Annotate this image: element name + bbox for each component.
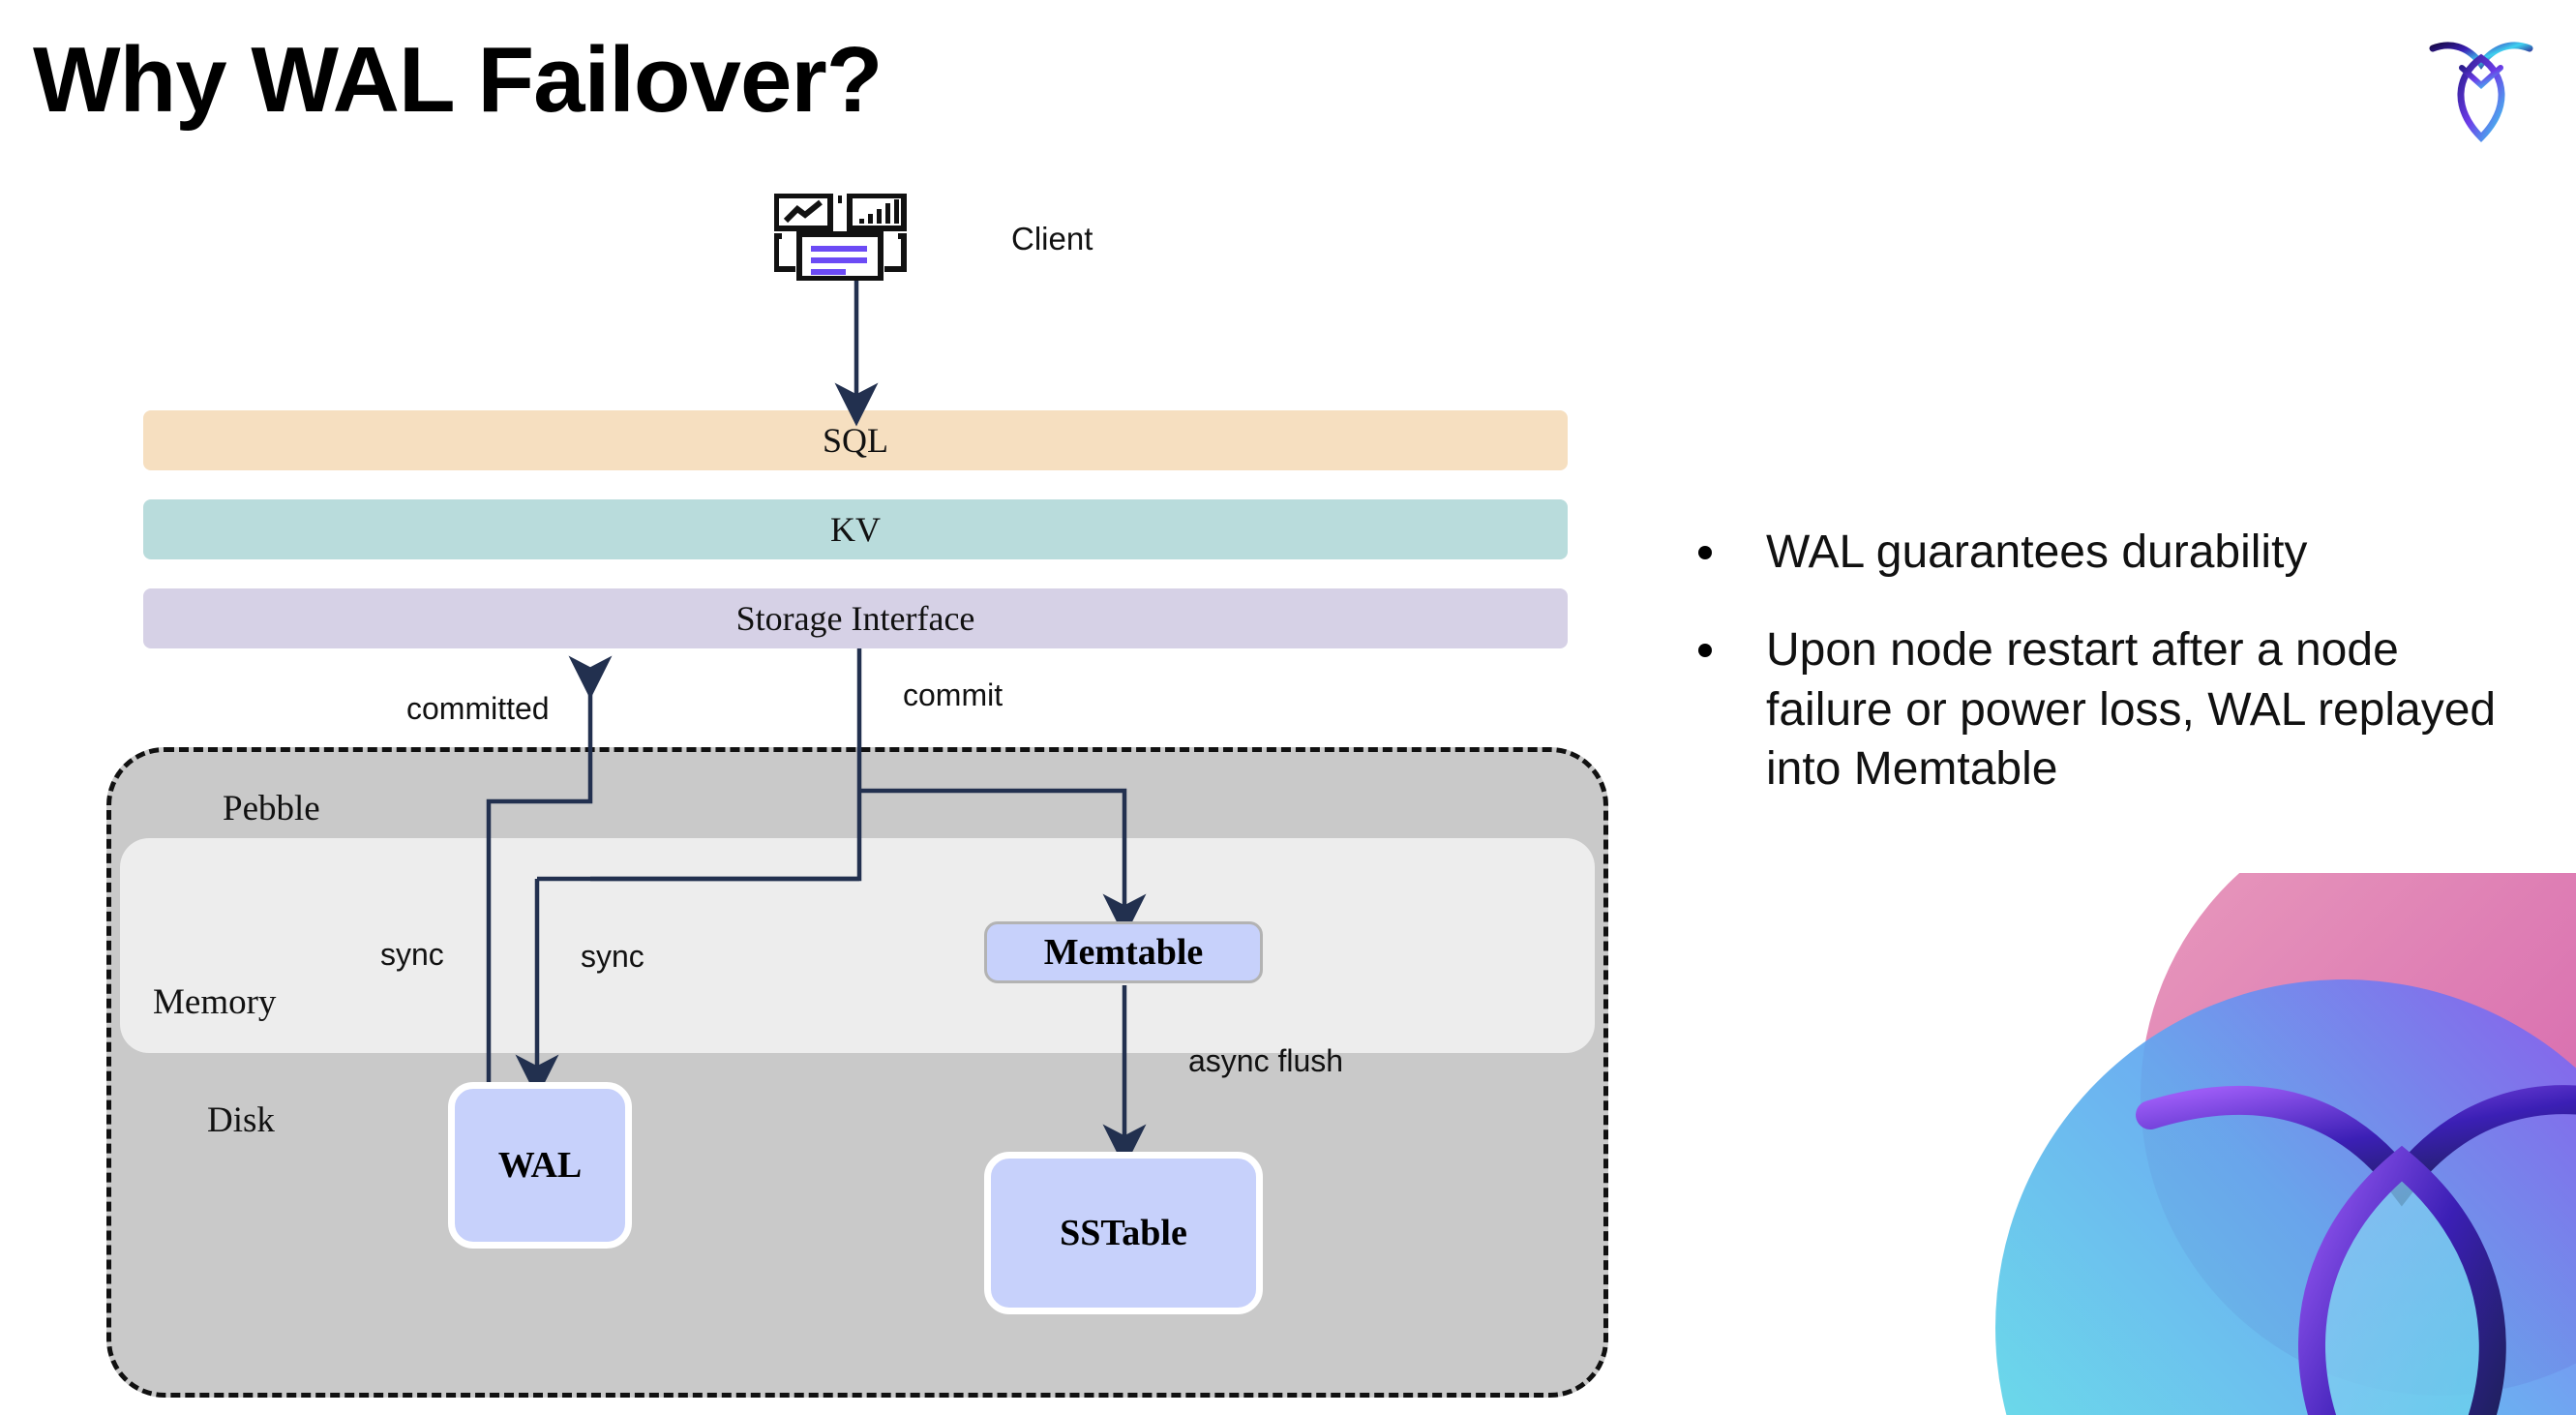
bullet-dot-icon — [1698, 644, 1712, 658]
edge-label-async-flush: async flush — [1188, 1043, 1344, 1078]
page-title: Why WAL Failover? — [33, 28, 883, 132]
stack-layer-kv: KV — [143, 499, 1568, 559]
decorative-gradient-logo-graphic — [1899, 796, 2576, 1415]
node-memtable-label: Memtable — [1043, 932, 1204, 973]
bullet-dot-icon — [1698, 546, 1712, 559]
edge-label-sync-right: sync — [581, 939, 644, 974]
edge-label-commit: commit — [903, 677, 1003, 712]
bullet-list: WAL guarantees durability Upon node rest… — [1698, 523, 2501, 838]
node-memtable[interactable]: Memtable — [984, 921, 1263, 983]
list-item: Upon node restart after a node failure o… — [1698, 620, 2501, 798]
node-sstable-label: SSTable — [1060, 1213, 1187, 1253]
client-dashboard-icon — [773, 193, 929, 282]
stack-layer-storage-interface-label: Storage Interface — [735, 599, 975, 638]
stack-layer-kv-label: KV — [830, 510, 881, 549]
list-item: WAL guarantees durability — [1698, 523, 2501, 582]
memory-label: Memory — [153, 982, 277, 1022]
client-label: Client — [1011, 221, 1093, 256]
bullet-text: Upon node restart after a node failure o… — [1766, 624, 2497, 796]
stack-layer-sql-label: SQL — [822, 421, 888, 460]
node-wal[interactable]: WAL — [448, 1082, 632, 1249]
edge-label-sync-left: sync — [380, 937, 444, 972]
pebble-label: Pebble — [223, 789, 320, 828]
stack-layer-sql: SQL — [143, 410, 1568, 470]
cockroach-logo-icon — [2427, 29, 2535, 143]
node-wal-label: WAL — [497, 1145, 583, 1186]
stack-layer-storage-interface: Storage Interface — [143, 588, 1568, 648]
edge-label-committed: committed — [406, 691, 550, 726]
node-sstable[interactable]: SSTable — [984, 1152, 1263, 1314]
memory-region — [120, 838, 1595, 1053]
bullet-text: WAL guarantees durability — [1766, 527, 2308, 578]
disk-label: Disk — [207, 1100, 275, 1140]
